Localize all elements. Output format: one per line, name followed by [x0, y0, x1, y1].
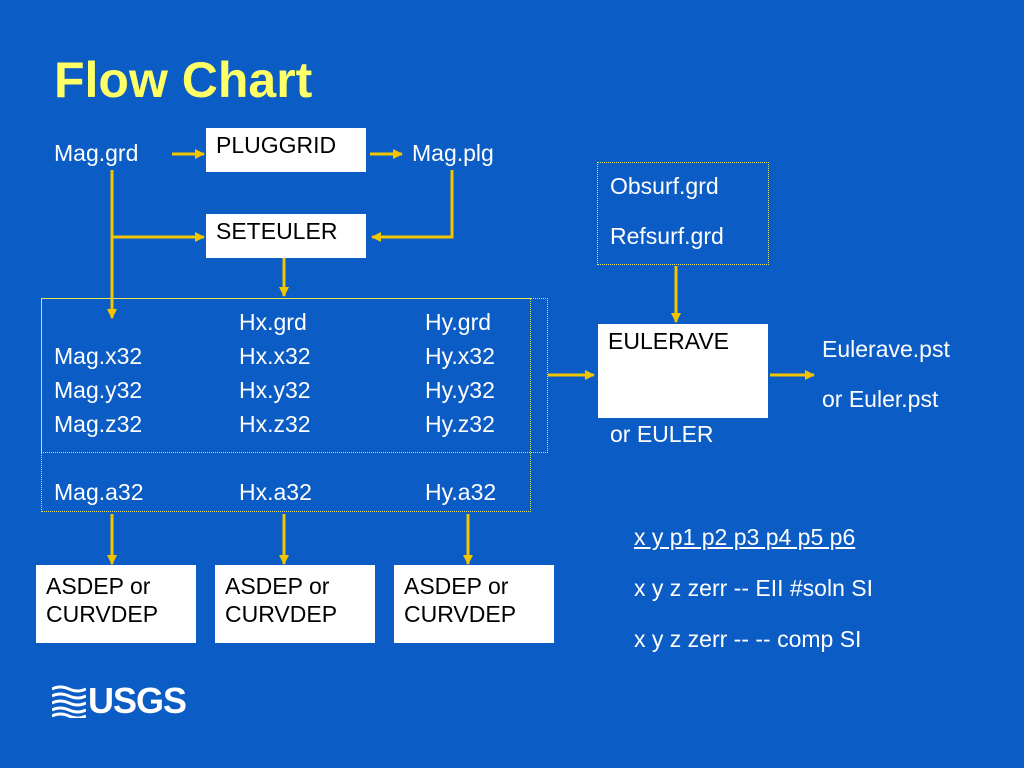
pluggrid-label: PLUGGRID — [216, 132, 337, 158]
asdep-label: ASDEP or CURVDEP — [225, 573, 338, 627]
a32-hy: Hy.a32 — [425, 479, 497, 505]
format-line-1: x y z zerr -- EII #soln SI — [634, 575, 873, 601]
usgs-logo: USGS — [52, 680, 187, 721]
eulerave-label: EULERAVE — [608, 328, 730, 354]
seteuler-label: SETEULER — [216, 218, 338, 244]
grid-cell: Hx.grd — [239, 309, 307, 335]
grid-cell: Hy.z32 — [425, 411, 495, 437]
grid-cell: Hy.grd — [425, 309, 492, 335]
pluggrid-box: PLUGGRID — [206, 128, 366, 172]
grid-cell: Hy.y32 — [425, 377, 495, 403]
asdep-box-3: ASDEP or CURVDEP — [394, 565, 554, 643]
asdep-box-1: ASDEP or CURVDEP — [36, 565, 196, 643]
output-eulerave-pst: Eulerave.pst — [822, 336, 950, 362]
usgs-logo-text: USGS — [88, 680, 187, 721]
grid-files-box: Mag.x32 Mag.y32 Mag.z32 Hx.grd Hx.x32 Hx… — [41, 298, 531, 512]
surface-grids-box: Obsurf.grd Refsurf.grd — [597, 162, 769, 265]
grid-cell: Mag.y32 — [54, 377, 143, 403]
a32-hx: Hx.a32 — [239, 479, 312, 505]
grid-cell — [54, 309, 142, 343]
mag-grd-label: Mag.grd — [54, 140, 139, 166]
grid-cell: Mag.z32 — [54, 411, 143, 437]
grid-cell: Hx.y32 — [239, 377, 311, 403]
eulerave-box: EULERAVE — [598, 324, 768, 418]
seteuler-box: SETEULER — [206, 214, 366, 258]
usgs-wave-icon — [52, 684, 86, 718]
grid-cell: Hy.x32 — [425, 343, 495, 369]
grid-col-hx: Hx.grd Hx.x32 Hx.y32 Hx.z32 — [239, 309, 311, 445]
asdep-label: ASDEP or CURVDEP — [46, 573, 159, 627]
asdep-box-2: ASDEP or CURVDEP — [215, 565, 375, 643]
page-title: Flow Chart — [54, 52, 313, 108]
grid-cell: Hx.x32 — [239, 343, 311, 369]
format-header: x y p1 p2 p3 p4 p5 p6 — [634, 524, 856, 550]
obsurf-label: Obsurf.grd — [610, 173, 719, 199]
grid-col-mag: Mag.x32 Mag.y32 Mag.z32 — [54, 309, 142, 445]
asdep-label: ASDEP or CURVDEP — [404, 573, 517, 627]
refsurf-label: Refsurf.grd — [610, 223, 724, 249]
grid-cell: Mag.x32 — [54, 343, 143, 369]
eulerave-alt-label: or EULER — [610, 421, 714, 447]
grid-cell: Hx.z32 — [239, 411, 311, 437]
output-euler-pst: or Euler.pst — [822, 386, 939, 412]
mag-plg-label: Mag.plg — [412, 140, 494, 166]
arrow-magplg-seteuler — [371, 170, 454, 242]
a32-mag: Mag.a32 — [54, 479, 144, 505]
grid-col-hy: Hy.grd Hy.x32 Hy.y32 Hy.z32 — [425, 309, 495, 445]
format-line-2: x y z zerr -- -- comp SI — [634, 626, 862, 652]
